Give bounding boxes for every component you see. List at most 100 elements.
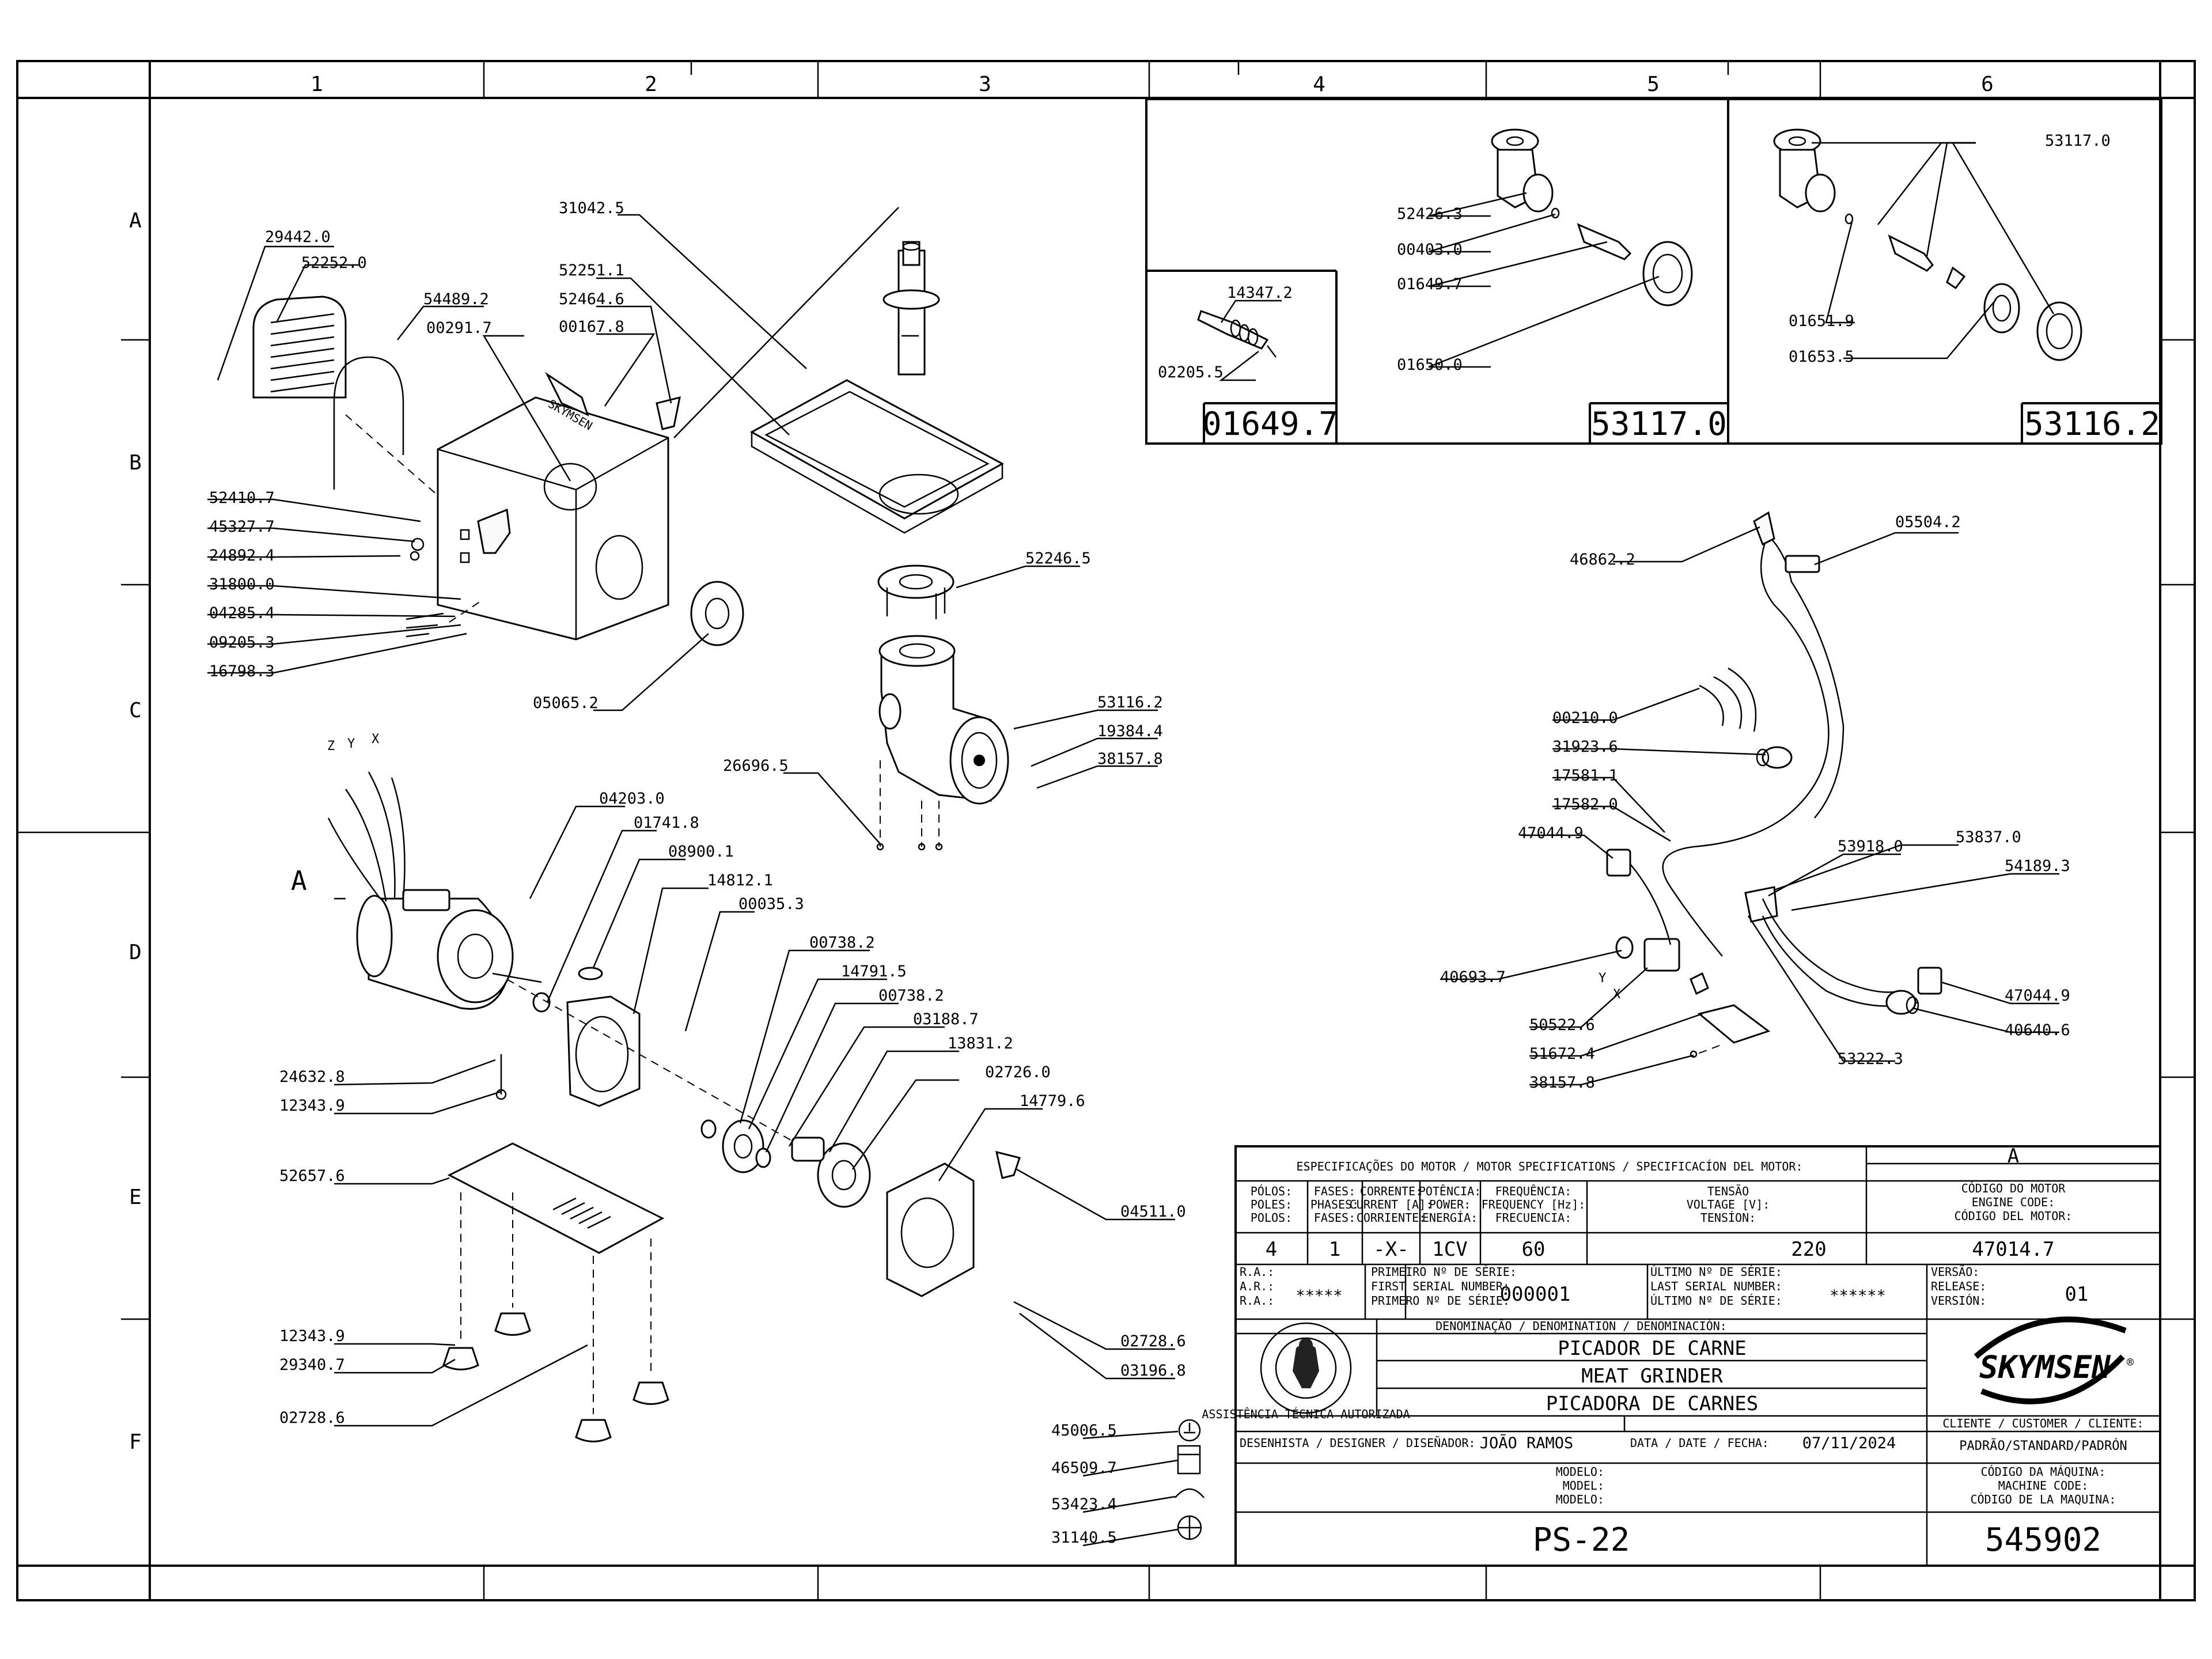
current-label-pt: CORRENTE: xyxy=(1360,1184,1422,1198)
power-label-en: POWER: xyxy=(1429,1198,1471,1211)
customer-label: CLIENTE / CUSTOMER / CLIENTE: xyxy=(1942,1416,2143,1430)
callout-53918-0: 53918.0 xyxy=(1838,838,1903,855)
callout-38157-8-a: 38157.8 xyxy=(1097,750,1163,768)
poles-label-es: POLOS: xyxy=(1251,1211,1292,1225)
grid-row-c: C xyxy=(129,699,142,722)
release-label-en: RELEASE: xyxy=(1931,1279,1986,1293)
kit-codes: 01649.7 53117.0 53116.2 xyxy=(1202,406,2160,443)
callout-05065-2: 05065.2 xyxy=(533,694,599,712)
last-serial-value: ****** xyxy=(1830,1287,1886,1305)
drawing-date: 07/11/2024 xyxy=(1802,1434,1896,1452)
first-serial-label-pt: PRIMEIRO Nº DE SÉRIE: xyxy=(1371,1265,1517,1279)
phases-label-es: FASES: xyxy=(1314,1211,1355,1225)
callout-14779-6: 14779.6 xyxy=(1020,1092,1085,1110)
callout-47044-9-a: 47044.9 xyxy=(1518,824,1584,842)
callout-52252-0: 52252.0 xyxy=(301,254,367,272)
callout-03188-7: 03188.7 xyxy=(913,1010,979,1028)
callout-14347-2: 14347.2 xyxy=(1227,284,1293,302)
callout-24632-8: 24632.8 xyxy=(279,1068,345,1086)
motor-group xyxy=(327,771,1021,1442)
machine-code-label-pt: CÓDIGO DA MÁQUINA: xyxy=(1981,1465,2106,1479)
callout-12343-9-b: 12343.9 xyxy=(279,1327,345,1345)
kit-code-01649-7: 01649.7 xyxy=(1202,406,1338,443)
motor-voltage-value: 220 xyxy=(1791,1238,1826,1261)
last-serial-label-es: ÚLTIMO Nº DE SÉRIE: xyxy=(1650,1294,1782,1308)
callout-53222-3: 53222.3 xyxy=(1838,1050,1903,1068)
pusher-part xyxy=(882,241,940,376)
callout-00738-2-b: 00738.2 xyxy=(878,987,944,1005)
frequency-label-pt: FREQUÊNCIA: xyxy=(1495,1184,1571,1198)
callout-45327-7: 45327.7 xyxy=(209,518,275,536)
power-label-es: ENERGÍA: xyxy=(1422,1211,1478,1225)
motor-callout-letter: A xyxy=(291,865,307,896)
brand-logo: SKYMSEN ® xyxy=(1974,1316,2134,1404)
grid-column-1: 1 xyxy=(310,73,323,96)
current-label-en: CURRENT [A]: xyxy=(1350,1198,1433,1211)
tray-part xyxy=(749,379,1005,534)
callout-29442-0: 29442.0 xyxy=(265,228,331,246)
callout-05504-2: 05504.2 xyxy=(1895,513,1961,531)
date-label: DATA / DATE / FECHA: xyxy=(1630,1436,1769,1450)
seal-text: ASSISTÊNCIA TÉCNICA AUTORIZADA xyxy=(1202,1407,1410,1421)
callout-52657-6: 52657.6 xyxy=(279,1167,345,1185)
model-label-es: MODELO: xyxy=(1556,1493,1604,1506)
power-label-pt: POTÊNCIA: xyxy=(1419,1184,1481,1198)
voltage-label-pt: TENSÃO xyxy=(1707,1184,1749,1198)
callout-02728-6-b: 02728.6 xyxy=(1120,1332,1186,1350)
callout-52246-5: 52246.5 xyxy=(1025,550,1091,567)
grid-column-4: 4 xyxy=(1313,73,1325,96)
model-value: PS-22 xyxy=(1533,1521,1630,1559)
callout-01650-0: 01650.0 xyxy=(1397,356,1463,374)
revision-letter: A xyxy=(2008,1145,2019,1168)
phases-label-en: PHASES: xyxy=(1310,1198,1359,1211)
last-serial-label-pt: ÚLTIMO Nº DE SÉRIE: xyxy=(1650,1265,1782,1279)
authorized-service-seal: ASSISTÊNCIA TÉCNICA AUTORIZADA xyxy=(1202,1322,1410,1421)
callout-02205-5: 02205.5 xyxy=(1158,363,1224,381)
wiring-group xyxy=(1606,511,1942,1058)
ra-label-1: R.A.: xyxy=(1240,1265,1274,1279)
callout-54489-2: 54489.2 xyxy=(423,290,489,308)
grid-column-2: 2 xyxy=(645,73,657,96)
grinder-head-part xyxy=(876,565,1009,851)
callout-08900-1: 08900.1 xyxy=(668,843,734,861)
callout-00403-0: 00403.0 xyxy=(1397,241,1463,259)
callout-31800-0: 31800.0 xyxy=(209,575,275,593)
product-name-pt: PICADOR DE CARNE xyxy=(1558,1337,1747,1360)
callout-53117-0: 53117.0 xyxy=(2045,132,2111,150)
motor-phases-value: 1 xyxy=(1329,1238,1340,1261)
callout-17582-0: 17582.0 xyxy=(1552,796,1618,813)
callout-31140-5: 31140.5 xyxy=(1051,1529,1117,1547)
callout-38157-8-b: 38157.8 xyxy=(1529,1074,1595,1092)
product-name-en: MEAT GRINDER xyxy=(1581,1365,1723,1388)
callout-50522-6: 50522.6 xyxy=(1529,1016,1595,1034)
kit-panels xyxy=(1145,98,2162,445)
last-serial-label-en: LAST SERIAL NUMBER: xyxy=(1650,1279,1782,1293)
poles-label-pt: PÓLOS: xyxy=(1251,1184,1292,1198)
label-sticker-icon xyxy=(1177,1445,1201,1475)
callout-52464-6: 52464.6 xyxy=(559,290,624,308)
machine-code-label-es: CÓDIGO DE LA MAQUINA: xyxy=(1971,1493,2116,1506)
callout-24892-4: 24892.4 xyxy=(209,547,275,565)
callout-52410-7: 52410.7 xyxy=(209,489,275,507)
callout-26696-5: 26696.5 xyxy=(723,757,789,775)
brand-trademark: ® xyxy=(2127,1355,2134,1369)
grid-row-e: E xyxy=(129,1185,142,1209)
callout-labels: 29442.0 52252.0 54489.2 00291.7 31042.5 … xyxy=(209,132,2111,1547)
callout-46509-7: 46509.7 xyxy=(1051,1459,1117,1477)
callout-40693-7: 40693.7 xyxy=(1440,968,1506,986)
callout-01649-7: 01649.7 xyxy=(1397,275,1463,293)
callout-04285-4: 04285.4 xyxy=(209,604,275,622)
symbol-legend xyxy=(1175,1419,1205,1540)
brand-name: SKYMSEN xyxy=(1979,1349,2111,1385)
callout-03196-8: 03196.8 xyxy=(1120,1362,1186,1380)
first-serial-label-es: PRIMERO Nº DE SÉRIE: xyxy=(1371,1294,1510,1308)
callout-52251-1: 52251.1 xyxy=(559,262,624,279)
motor-wire-z: Z xyxy=(327,739,335,753)
callout-01651-9: 01651.9 xyxy=(1789,312,1854,330)
kit-code-53117-0: 53117.0 xyxy=(1591,406,1727,443)
first-serial-value: 000001 xyxy=(1500,1283,1571,1306)
engine-code-value: 47014.7 xyxy=(1972,1238,2054,1261)
callout-00167-8: 00167.8 xyxy=(559,318,624,336)
ra-label-2: A.R.: xyxy=(1240,1279,1274,1293)
poles-label-en: POLES: xyxy=(1251,1198,1292,1211)
